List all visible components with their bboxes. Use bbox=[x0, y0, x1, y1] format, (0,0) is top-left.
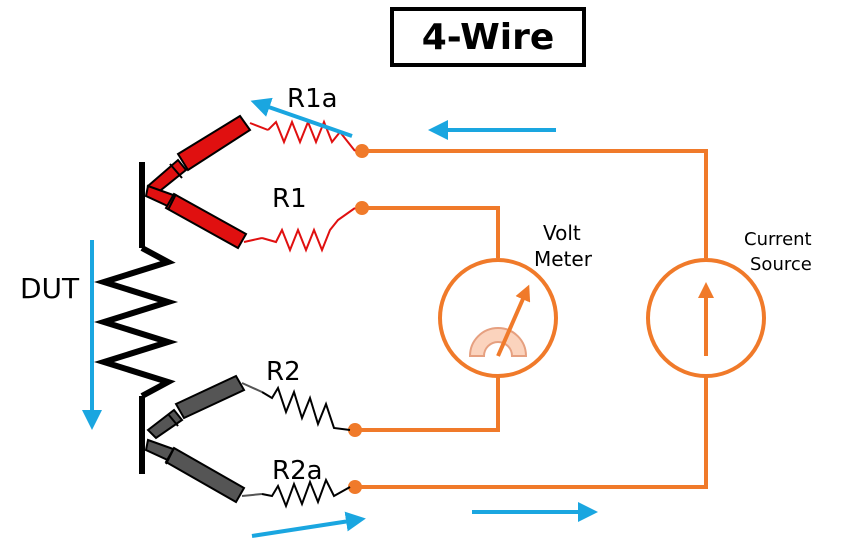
circuit-wires bbox=[355, 149, 708, 489]
label-volt-meter-2: Meter bbox=[534, 247, 593, 271]
voltmeter-bottom-wire bbox=[355, 377, 500, 432]
gray-probe-top bbox=[146, 374, 263, 440]
meter-needle bbox=[496, 284, 531, 357]
gray-probe-bottom bbox=[144, 438, 263, 504]
resistor-r1a bbox=[267, 119, 356, 152]
current-flow-arrows bbox=[82, 97, 598, 538]
label-volt-meter-1: Volt bbox=[543, 221, 581, 245]
label-dut: DUT bbox=[20, 272, 80, 305]
terminal-r1a bbox=[355, 144, 369, 158]
dut-resistor-zigzag bbox=[93, 245, 179, 399]
terminal-r2 bbox=[348, 423, 362, 437]
current-source-top-wire bbox=[362, 149, 708, 258]
label-r2a: R2a bbox=[272, 456, 323, 486]
terminal-dots bbox=[348, 144, 369, 494]
page-title: 4-Wire bbox=[421, 16, 555, 58]
dut-element bbox=[93, 162, 179, 474]
terminal-r1 bbox=[355, 201, 369, 215]
meter-dial-icon bbox=[468, 327, 528, 357]
label-current-source-1: Current bbox=[744, 229, 812, 250]
terminal-r2a bbox=[348, 480, 362, 494]
volt-meter bbox=[438, 258, 558, 378]
resistor-r2a bbox=[261, 477, 351, 509]
label-r2: R2 bbox=[266, 357, 301, 387]
red-probe-bottom bbox=[144, 184, 263, 250]
red-probe-top bbox=[146, 114, 269, 196]
title-box: 4-Wire bbox=[390, 7, 586, 67]
flow-arrow-r1a bbox=[250, 97, 353, 138]
current-source bbox=[646, 258, 766, 378]
label-r1a: R1a bbox=[287, 84, 338, 114]
voltmeter-top-wire bbox=[362, 206, 500, 258]
flow-arrow-r2a bbox=[251, 511, 366, 538]
label-r1: R1 bbox=[272, 184, 307, 214]
resistor-r1 bbox=[261, 207, 356, 253]
current-source-bottom-wire bbox=[355, 377, 708, 489]
label-current-source-2: Source bbox=[750, 254, 812, 275]
resistor-r2 bbox=[261, 385, 351, 431]
